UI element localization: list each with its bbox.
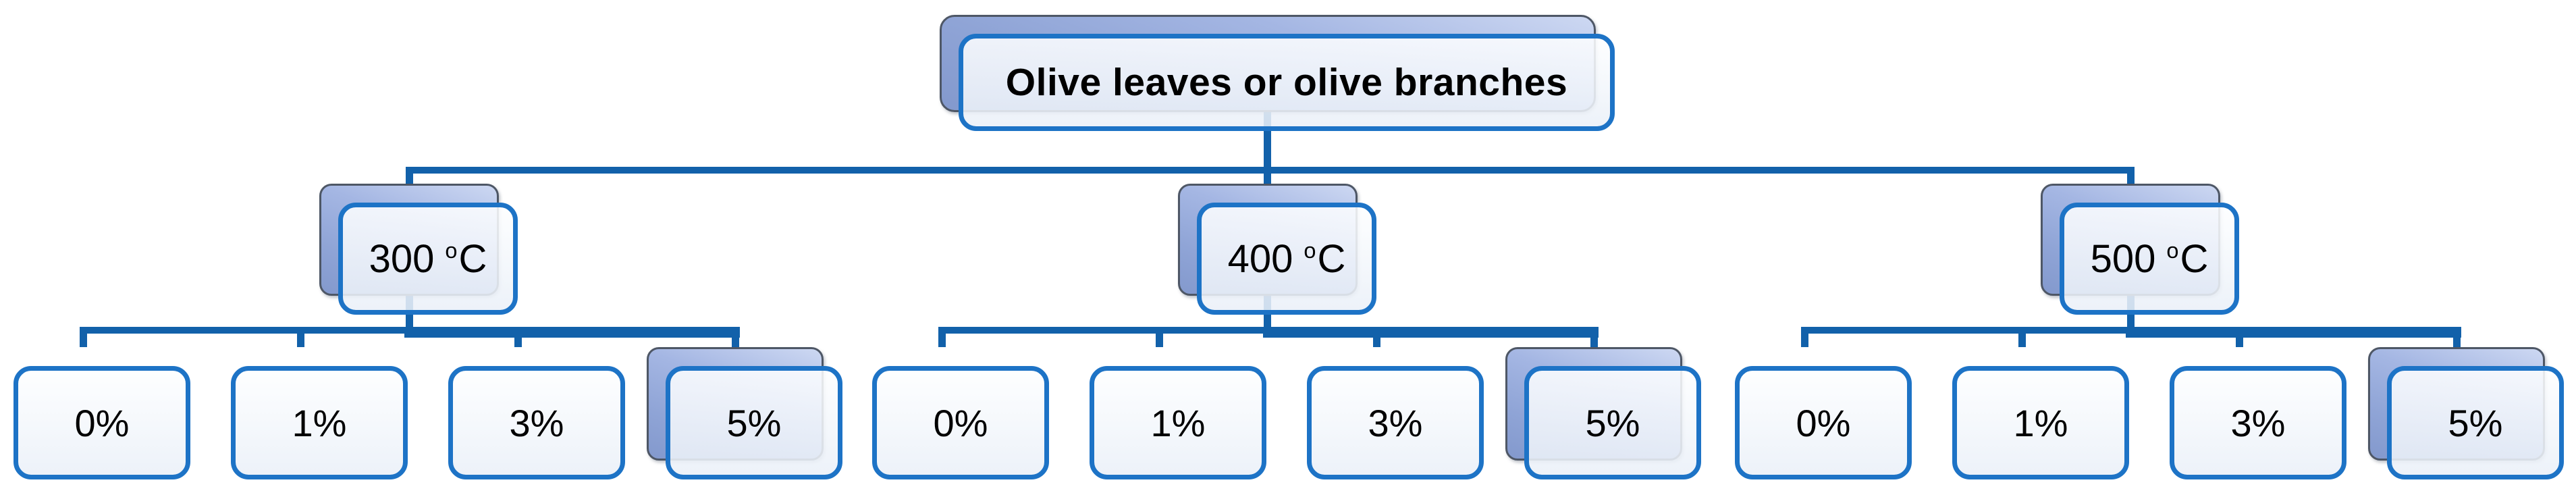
pct-node-500c-1: 1% <box>1952 366 2129 479</box>
pct-node-label: 3% <box>509 401 564 444</box>
connector-level1-bar <box>406 167 2135 174</box>
connector-stub <box>80 334 87 347</box>
pct-node-400c-1: 1% <box>1090 366 1266 479</box>
connector-overlap-400 <box>1263 327 1599 338</box>
pct-node-label: 1% <box>2013 401 2068 444</box>
pct-node-label: 5% <box>2448 401 2503 444</box>
connector-stub <box>1373 334 1380 347</box>
degree-symbol: o <box>2166 238 2179 263</box>
pct-node-label: 5% <box>726 401 782 444</box>
connector-root-trunk <box>1264 101 1271 186</box>
connector-corner-5pct <box>732 334 739 351</box>
pct-node-400c-5: 5% <box>1524 366 1701 479</box>
connector-stub <box>2236 334 2243 347</box>
pct-node-label: 1% <box>1150 401 1206 444</box>
pct-node-label: 0% <box>74 401 130 444</box>
pct-node-300c-0: 0% <box>14 366 190 479</box>
connector-overlap-300 <box>404 327 740 338</box>
connector-corner-5pct <box>1590 334 1598 351</box>
connector-corner-5pct <box>2453 334 2461 351</box>
pct-node-label: 0% <box>933 401 988 444</box>
pct-node-label: 3% <box>1368 401 1423 444</box>
pct-node-label: 0% <box>1796 401 1851 444</box>
connector-stub <box>514 334 522 347</box>
pct-node-400c-0: 0% <box>872 366 1049 479</box>
connector-overlap-500 <box>2126 327 2461 338</box>
pct-node-500c-3: 3% <box>2170 366 2346 479</box>
connector-stub <box>1801 334 1808 347</box>
connector-drop-300 <box>406 170 413 186</box>
connector-stub <box>1156 334 1163 347</box>
pct-node-label: 3% <box>2230 401 2286 444</box>
connector-stub <box>938 334 946 347</box>
root-node-label: Olive leaves or olive branches <box>1005 61 1568 104</box>
root-node: Olive leaves or olive branches <box>959 34 1615 131</box>
pct-node-500c-0: 0% <box>1735 366 1912 479</box>
degree-symbol: o <box>1304 238 1316 263</box>
pct-node-300c-5: 5% <box>666 366 842 479</box>
connector-drop-500 <box>2127 170 2135 186</box>
connector-stub <box>297 334 304 347</box>
pct-node-300c-1: 1% <box>231 366 408 479</box>
pct-node-label: 5% <box>1585 401 1640 444</box>
pct-node-300c-3: 3% <box>448 366 625 479</box>
pct-node-label: 1% <box>292 401 347 444</box>
pct-node-400c-3: 3% <box>1307 366 1484 479</box>
connector-stub <box>2018 334 2026 347</box>
degree-symbol: o <box>445 238 458 263</box>
pct-node-500c-5: 5% <box>2387 366 2564 479</box>
